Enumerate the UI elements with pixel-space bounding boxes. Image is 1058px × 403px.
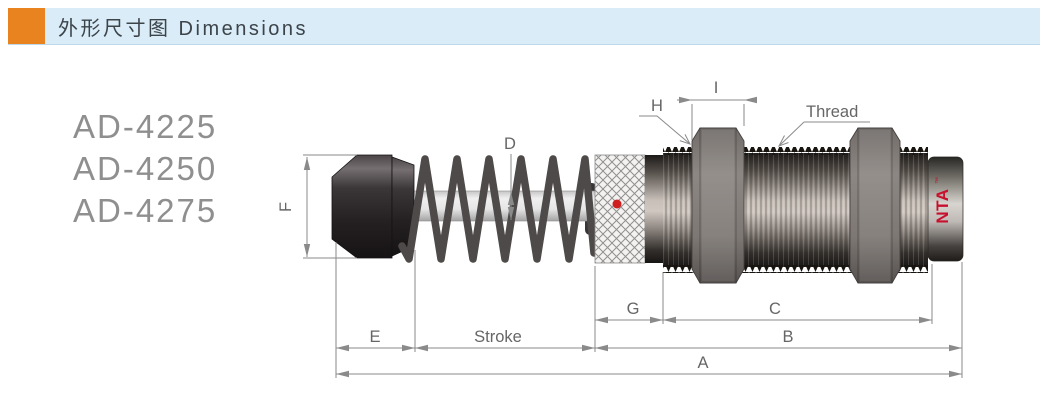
- leader-thread: Thread: [777, 103, 870, 147]
- dim-label-b: B: [782, 328, 793, 346]
- dim-i: I: [677, 79, 757, 140]
- hex-nut-front: [691, 127, 745, 284]
- body-neck: [645, 155, 664, 263]
- end-cap: [927, 156, 964, 262]
- dim-d: D: [504, 135, 516, 220]
- page-title: 外形尺寸图 Dimensions: [58, 17, 309, 40]
- dim-label-g: G: [627, 300, 640, 318]
- dim-g-c: G C: [595, 300, 932, 324]
- model-item: AD-4275: [73, 192, 218, 229]
- knurl-sleeve: [594, 154, 646, 264]
- model-item: AD-4225: [73, 108, 218, 145]
- dim-a: A: [336, 354, 962, 378]
- dim-label-thread: Thread: [806, 103, 858, 121]
- dim-label-c: C: [769, 300, 781, 318]
- thread-serration-top: [663, 147, 928, 155]
- spring: [398, 155, 598, 263]
- model-list: AD-4225 AD-4250 AD-4275: [73, 106, 217, 232]
- dim-label-i: I: [714, 79, 719, 97]
- dim-f: F: [277, 154, 357, 259]
- header-band: 外形尺寸图 Dimensions: [8, 8, 1040, 45]
- extension-lines: [335, 242, 963, 378]
- shock-absorber: NTA ™: [331, 127, 964, 284]
- hex-nut-rear: [849, 127, 901, 284]
- dim-e-stroke-b: E Stroke B: [336, 328, 962, 352]
- brand-tm: ™: [935, 177, 942, 184]
- dim-label-f: F: [277, 202, 295, 212]
- dim-label-e: E: [369, 328, 380, 346]
- dim-label-stroke: Stroke: [474, 328, 522, 346]
- model-item: AD-4250: [73, 150, 218, 187]
- dim-label-d: D: [504, 135, 516, 153]
- piston-cap: [331, 154, 393, 259]
- dim-label-a: A: [697, 354, 708, 372]
- accent-square-icon: [8, 8, 45, 44]
- leader-h: H: [639, 97, 692, 145]
- thread-serration-bottom: [663, 265, 928, 273]
- brand-logo: NTA: [933, 188, 952, 223]
- position-dot: [612, 199, 622, 209]
- dim-label-h: H: [651, 97, 663, 115]
